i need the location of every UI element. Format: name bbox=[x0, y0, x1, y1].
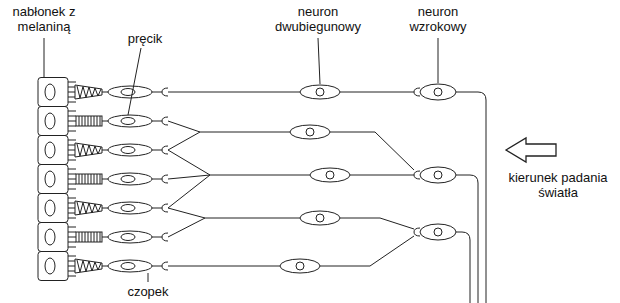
part-label: nabłonek z melaniną bbox=[4, 4, 84, 34]
photoreceptors bbox=[75, 85, 168, 273]
pigment-epithelium bbox=[38, 78, 76, 281]
part-label: neuron wzrokowy bbox=[398, 4, 478, 34]
part-label: czopek bbox=[123, 284, 173, 299]
direction-label: kierunek padania światła bbox=[501, 170, 615, 200]
light-direction-arrow bbox=[506, 138, 556, 162]
synapses bbox=[414, 88, 420, 236]
leader-lines bbox=[44, 38, 438, 282]
part-label: pręcik bbox=[120, 31, 170, 46]
optic-neurons bbox=[420, 84, 486, 303]
part-label: neuron dwubiegunowy bbox=[268, 4, 368, 34]
bipolar-neurons bbox=[168, 85, 414, 273]
